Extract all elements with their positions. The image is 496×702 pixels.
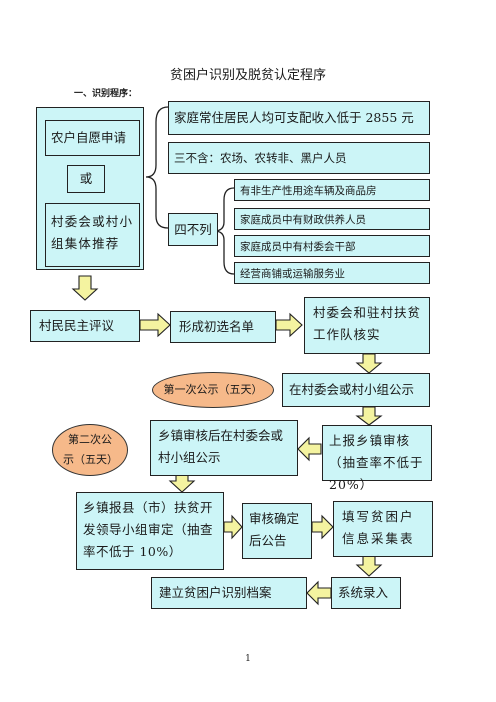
first-notice-box: 在村委会或村小组公示 <box>282 373 430 407</box>
page-number: 1 <box>245 654 251 664</box>
exclusion-item: 家庭成员中有村委会干部 <box>234 235 430 257</box>
fill-form-box: 填写贫困户信息采集表 <box>333 501 433 557</box>
system-entry-box: 系统录入 <box>331 577 401 609</box>
county-review-box: 乡镇报县（市）扶贫开发领导小组审定（抽查率不低于 10%） <box>76 492 224 570</box>
recommend-box: 村委会或村小组集体推荐 <box>45 203 140 267</box>
exclusion-item: 家庭成员中有财政供养人员 <box>234 208 430 230</box>
verify-box: 村委会和驻村扶贫工作队核实 <box>304 297 430 354</box>
arrow-down-1 <box>71 275 99 301</box>
income-criterion-box: 家庭常住居民人均可支配收入低于 2855 元 <box>168 101 430 135</box>
approval-notice-box: 审核确定后公告 <box>242 503 312 559</box>
arrow-down-3 <box>355 406 383 426</box>
four-not-included-label: 四不列 <box>168 213 218 246</box>
arrow-left-1 <box>297 436 322 462</box>
township-review-notice-box: 乡镇审核后在村委会或村小组公示 <box>150 420 298 476</box>
report-township-box: 上报乡镇审核（抽查率不低于 20%） <box>322 425 432 492</box>
second-notice-badge: 第二次公示（五天） <box>52 424 128 476</box>
arrow-right-2 <box>275 312 303 338</box>
first-notice-badge: 第一次公示（五天） <box>152 372 274 408</box>
arrow-down-5 <box>355 555 383 577</box>
initial-list-box: 形成初选名单 <box>170 311 276 343</box>
document-title: 贫困户识别及脱贫认定程序 <box>169 68 326 83</box>
arrow-right-4 <box>311 514 334 540</box>
archive-box: 建立贫困户识别档案 <box>151 577 307 609</box>
villager-review-box: 村民民主评议 <box>30 310 140 342</box>
arrow-right-1 <box>139 312 171 338</box>
exclusion-item: 有非生产性用途车辆及商品房 <box>234 179 430 201</box>
brace-connector <box>145 106 169 229</box>
arrow-right-3 <box>223 514 243 540</box>
arrow-down-2 <box>355 353 383 374</box>
arrow-left-2 <box>306 580 332 606</box>
section-heading: 一、识别程序： <box>74 89 138 99</box>
or-box: 或 <box>67 165 105 193</box>
apply-box: 农户自愿申请 <box>45 120 140 156</box>
three-excludes-box: 三不含：农场、农转非、黑户人员 <box>168 142 430 174</box>
exclusion-item: 经营商铺或运输服务业 <box>234 262 430 284</box>
